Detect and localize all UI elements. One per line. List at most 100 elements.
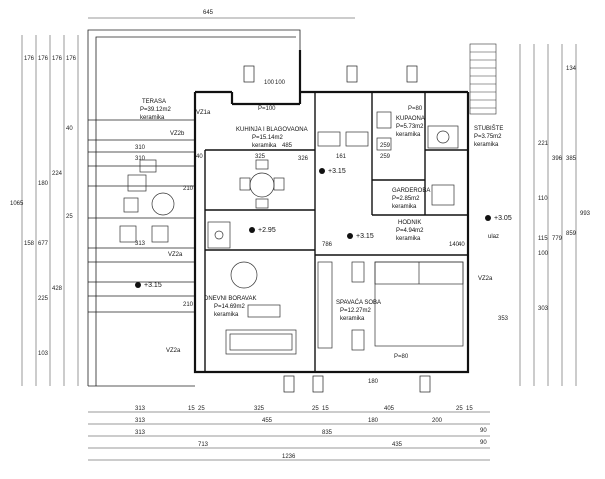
dim-bottom-4: 713: [198, 442, 209, 448]
dim-bottom-1: 25: [198, 406, 205, 412]
dim-left: 176: [38, 56, 49, 62]
labels: 645 1065 176 176 176 176 158 677 428 225…: [10, 10, 591, 460]
opening-label: 100: [275, 80, 286, 86]
dim-right-outer: 385: [566, 156, 577, 162]
terrace-outline: [87, 29, 301, 387]
dim-interior: 786: [322, 242, 333, 248]
dim-right-inner: 221: [538, 141, 549, 147]
room-kuhinja-area: P=15.14m2: [252, 135, 284, 141]
wall-tag: VZ2a: [478, 276, 493, 282]
dim-bottom-1: 405: [384, 406, 395, 412]
room-stubiste-finish: keramika: [474, 142, 499, 148]
level-marker: +2.95: [258, 227, 276, 234]
dim-bottom-1: 313: [135, 406, 146, 412]
opening-label: P=80: [394, 354, 409, 360]
dim-right-outer: 396: [552, 156, 563, 162]
room-kupaona-area: P=5.73m2: [396, 124, 424, 130]
room-terasa-finish: keramika: [140, 115, 165, 121]
dim-bottom-2: 455: [262, 418, 273, 424]
opening-label: 180: [368, 379, 379, 385]
dim-right-outer: 993: [580, 211, 591, 217]
dim-bottom-2: 90: [480, 428, 487, 434]
dim-bottom-1: 15: [322, 406, 329, 412]
dim-left: 103: [38, 351, 49, 357]
dim-left: 158: [24, 241, 35, 247]
opening-label: 100: [264, 80, 275, 86]
room-garderoba-name: GARDEROBA: [392, 188, 430, 194]
dim-interior: 40: [196, 154, 203, 160]
dim-left: 176: [24, 56, 35, 62]
dim-interior: 313: [135, 241, 146, 247]
dim-interior: 310: [135, 145, 146, 151]
furniture: [119, 111, 464, 355]
dim-interior: 310: [135, 156, 146, 162]
dim-right-outer: 859: [566, 231, 577, 237]
dim-top: 645: [203, 10, 214, 16]
dim-left: 225: [38, 296, 49, 302]
dim-bottom-2: 200: [432, 418, 443, 424]
dim-left: 40: [66, 126, 73, 132]
dim-bottom-2: 180: [368, 418, 379, 424]
dim-right-outer: 779: [552, 236, 563, 242]
dim-right-outer: 134: [566, 66, 577, 72]
dimension-lines: [21, 17, 577, 461]
dim-left: 176: [52, 56, 63, 62]
dim-right-outer: 353: [498, 316, 509, 322]
opening-label: P=100: [258, 106, 276, 112]
dim-bottom-1: 25: [456, 406, 463, 412]
room-kupaona-finish: keramika: [396, 132, 421, 138]
dim-interior: 210: [183, 302, 194, 308]
dim-left: 25: [66, 214, 73, 220]
room-dnevni-name: DNEVNI BORAVAK: [204, 296, 256, 302]
room-stubiste-area: P=3.75m2: [474, 134, 502, 140]
exterior-walls: [193, 50, 470, 374]
room-dnevni-area: P=14.69m2: [214, 304, 246, 310]
room-garderoba-finish: keramika: [392, 204, 417, 210]
dim-bottom-3: 835: [322, 430, 333, 436]
dim-interior: 210: [183, 186, 194, 192]
stairs: [469, 43, 497, 115]
dim-left: 677: [38, 241, 49, 247]
dim-interior: 40: [458, 242, 465, 248]
interior-walls: [204, 92, 468, 372]
room-hodnik-finish: keramika: [396, 236, 421, 242]
dim-right-inner: 100: [538, 251, 549, 257]
window-markers: [243, 65, 431, 393]
level-marker: +3.15: [328, 168, 346, 175]
dim-interior: 485: [282, 143, 293, 149]
dim-left: 176: [66, 56, 77, 62]
dim-bottom-3: 90: [480, 440, 487, 446]
dim-left: 224: [52, 171, 63, 177]
wall-tag: VZ2a: [166, 348, 181, 354]
dim-right-outer: 303: [538, 306, 549, 312]
room-hodnik-area: P=4.94m2: [396, 228, 424, 234]
level-symbols: [135, 168, 491, 288]
dim-bottom-3: 313: [135, 430, 146, 436]
entrance-label: ulaz: [488, 234, 499, 240]
room-stubiste-name: STUBIŠTE: [474, 125, 503, 132]
dim-bottom-2: 313: [135, 418, 146, 424]
dim-interior: 259: [380, 154, 391, 160]
dim-interior: 259: [380, 143, 391, 149]
room-kuhinja-finish: keramika: [252, 143, 277, 149]
room-dnevni-finish: keramika: [214, 312, 239, 318]
room-kuhinja-name: KUHINJA I BLAGOVAONA: [236, 127, 308, 133]
dim-left-total: 1065: [10, 201, 24, 207]
dim-bottom-1: 25: [312, 406, 319, 412]
room-spavaca-finish: keramika: [340, 316, 365, 322]
wall-tag: VZ2b: [170, 131, 185, 137]
dim-right-inner: 115: [538, 236, 548, 242]
room-terasa-name: TERASA: [142, 99, 166, 105]
level-marker: +3.05: [494, 215, 512, 222]
dim-right-inner: 110: [538, 196, 548, 202]
wall-tag: VZ2a: [168, 252, 183, 258]
dim-bottom-1: 325: [254, 406, 265, 412]
room-hodnik-name: HODNIK: [398, 220, 421, 226]
level-marker: +3.15: [144, 282, 162, 289]
room-terasa-area: P=39.12m2: [140, 107, 172, 113]
dim-bottom-1: 15: [466, 406, 473, 412]
level-marker: +3.15: [356, 233, 374, 240]
opening-label: P=80: [408, 106, 423, 112]
wall-tag: VZ1a: [196, 110, 211, 116]
